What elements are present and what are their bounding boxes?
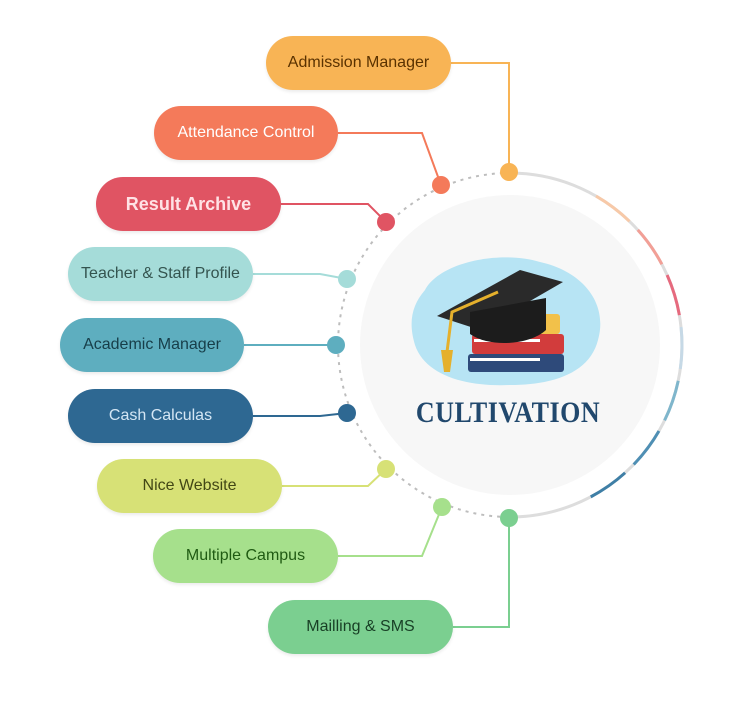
cap-base xyxy=(470,298,546,344)
connector-nice-website xyxy=(282,468,387,487)
node-dot-mailling-sms xyxy=(500,509,518,527)
connector-admission-manager xyxy=(451,62,510,172)
node-dot-teacher-staff-profile xyxy=(338,270,356,288)
node-dot-academic-manager xyxy=(327,336,345,354)
connector-attendance-control xyxy=(338,132,442,186)
node-dot-admission-manager xyxy=(500,163,518,181)
ring-arc-segment xyxy=(678,326,684,370)
feature-pill-multiple-campus[interactable]: Multiple Campus xyxy=(153,529,338,583)
tassel xyxy=(441,350,453,372)
ring-arc-segment xyxy=(595,194,631,223)
brand-name: CULTIVATION xyxy=(415,395,601,430)
feature-label: Cash Calculas xyxy=(108,407,213,424)
ring-arc-segment xyxy=(665,274,681,316)
feature-label: Result Archive xyxy=(125,193,252,214)
tassel-cord xyxy=(445,290,499,353)
feature-pill-cash-calculas[interactable]: Cash Calculas xyxy=(68,389,253,443)
connector-cash-calculas xyxy=(253,412,348,417)
feature-pill-nice-website[interactable]: Nice Website xyxy=(97,459,282,513)
feature-label: Nice Website xyxy=(142,477,237,494)
feature-label: Academic Manager xyxy=(83,336,221,353)
feature-label: Mailling & SMS xyxy=(306,618,415,635)
feature-label: Attendance Control xyxy=(177,124,315,141)
feature-pill-attendance-control[interactable]: Attendance Control xyxy=(154,106,338,160)
node-dot-attendance-control xyxy=(432,176,450,194)
ring-arc-segment xyxy=(636,228,664,265)
feature-pill-result-archive[interactable]: Result Archive xyxy=(96,177,281,231)
mortarboard xyxy=(437,270,563,330)
feature-pill-mailling-sms[interactable]: Mailling & SMS xyxy=(268,600,453,654)
feature-pill-academic-manager[interactable]: Academic Manager xyxy=(60,318,244,372)
feature-pill-teacher-staff-profile[interactable]: Teacher & Staff Profile xyxy=(68,247,253,301)
connector-mailling-sms xyxy=(453,518,510,628)
feature-label: Multiple Campus xyxy=(185,547,306,564)
ring-arc-segment xyxy=(632,430,661,466)
connector-teacher-staff-profile xyxy=(253,273,348,280)
node-dot-nice-website xyxy=(377,460,395,478)
node-dot-cash-calculas xyxy=(338,404,356,422)
ring-arc-segment xyxy=(590,471,627,499)
node-dot-multiple-campus xyxy=(433,498,451,516)
connector-result-archive xyxy=(281,203,387,223)
feature-pill-admission-manager[interactable]: Admission Manager xyxy=(266,36,451,90)
book-bottom xyxy=(468,354,564,372)
ring-arc-segment xyxy=(663,380,680,422)
node-dot-result-archive xyxy=(377,213,395,231)
connector-multiple-campus xyxy=(338,506,443,557)
feature-label: Teacher & Staff Profile xyxy=(81,265,240,282)
graduation-cap-books-icon xyxy=(411,257,601,386)
feature-label: Admission Manager xyxy=(287,54,430,71)
